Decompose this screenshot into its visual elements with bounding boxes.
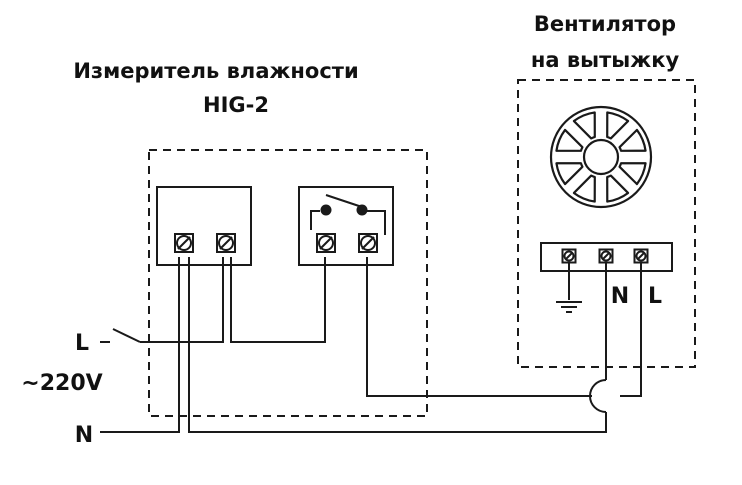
humidity-meter-model: HIG-2	[203, 93, 269, 117]
wire-relay-out	[366, 257, 592, 397]
sensor-module	[156, 186, 252, 266]
screw-terminal-icon	[633, 248, 649, 264]
wire-crossing-hop	[589, 379, 607, 413]
fan-icon	[549, 105, 653, 209]
wire-l-to-sensor	[140, 257, 224, 343]
supply-voltage-label: ~220V	[21, 371, 102, 396]
screw-terminal-icon	[174, 233, 194, 253]
screw-terminal-icon	[316, 233, 336, 253]
ground-icon	[556, 262, 582, 313]
wire-l-to-relay	[230, 257, 326, 343]
wire-n-supply	[100, 257, 180, 433]
fan-title-line1: Вентилятор	[534, 12, 676, 36]
screw-terminal-icon	[561, 248, 577, 264]
wire-relay-to-fan-l	[620, 262, 642, 397]
wiring	[100, 257, 642, 433]
switch-icon	[100, 328, 141, 343]
screw-terminal-icon	[358, 233, 378, 253]
wire-n-to-fan	[188, 257, 607, 433]
supply-neutral-label: N	[75, 423, 93, 448]
screw-terminal-icon	[216, 233, 236, 253]
humidity-meter-title: Измеритель влажности	[73, 59, 358, 83]
relay-switch-icon	[310, 194, 386, 235]
fan-title-line2: на вытыжку	[531, 48, 680, 72]
supply-line-label: L	[75, 331, 89, 356]
screw-terminal-icon	[598, 248, 614, 264]
fan-terminal-n-label: N	[611, 284, 629, 309]
relay-module	[298, 186, 394, 266]
fan-terminal-l-label: L	[648, 284, 662, 309]
humidity-meter-enclosure	[148, 149, 428, 417]
